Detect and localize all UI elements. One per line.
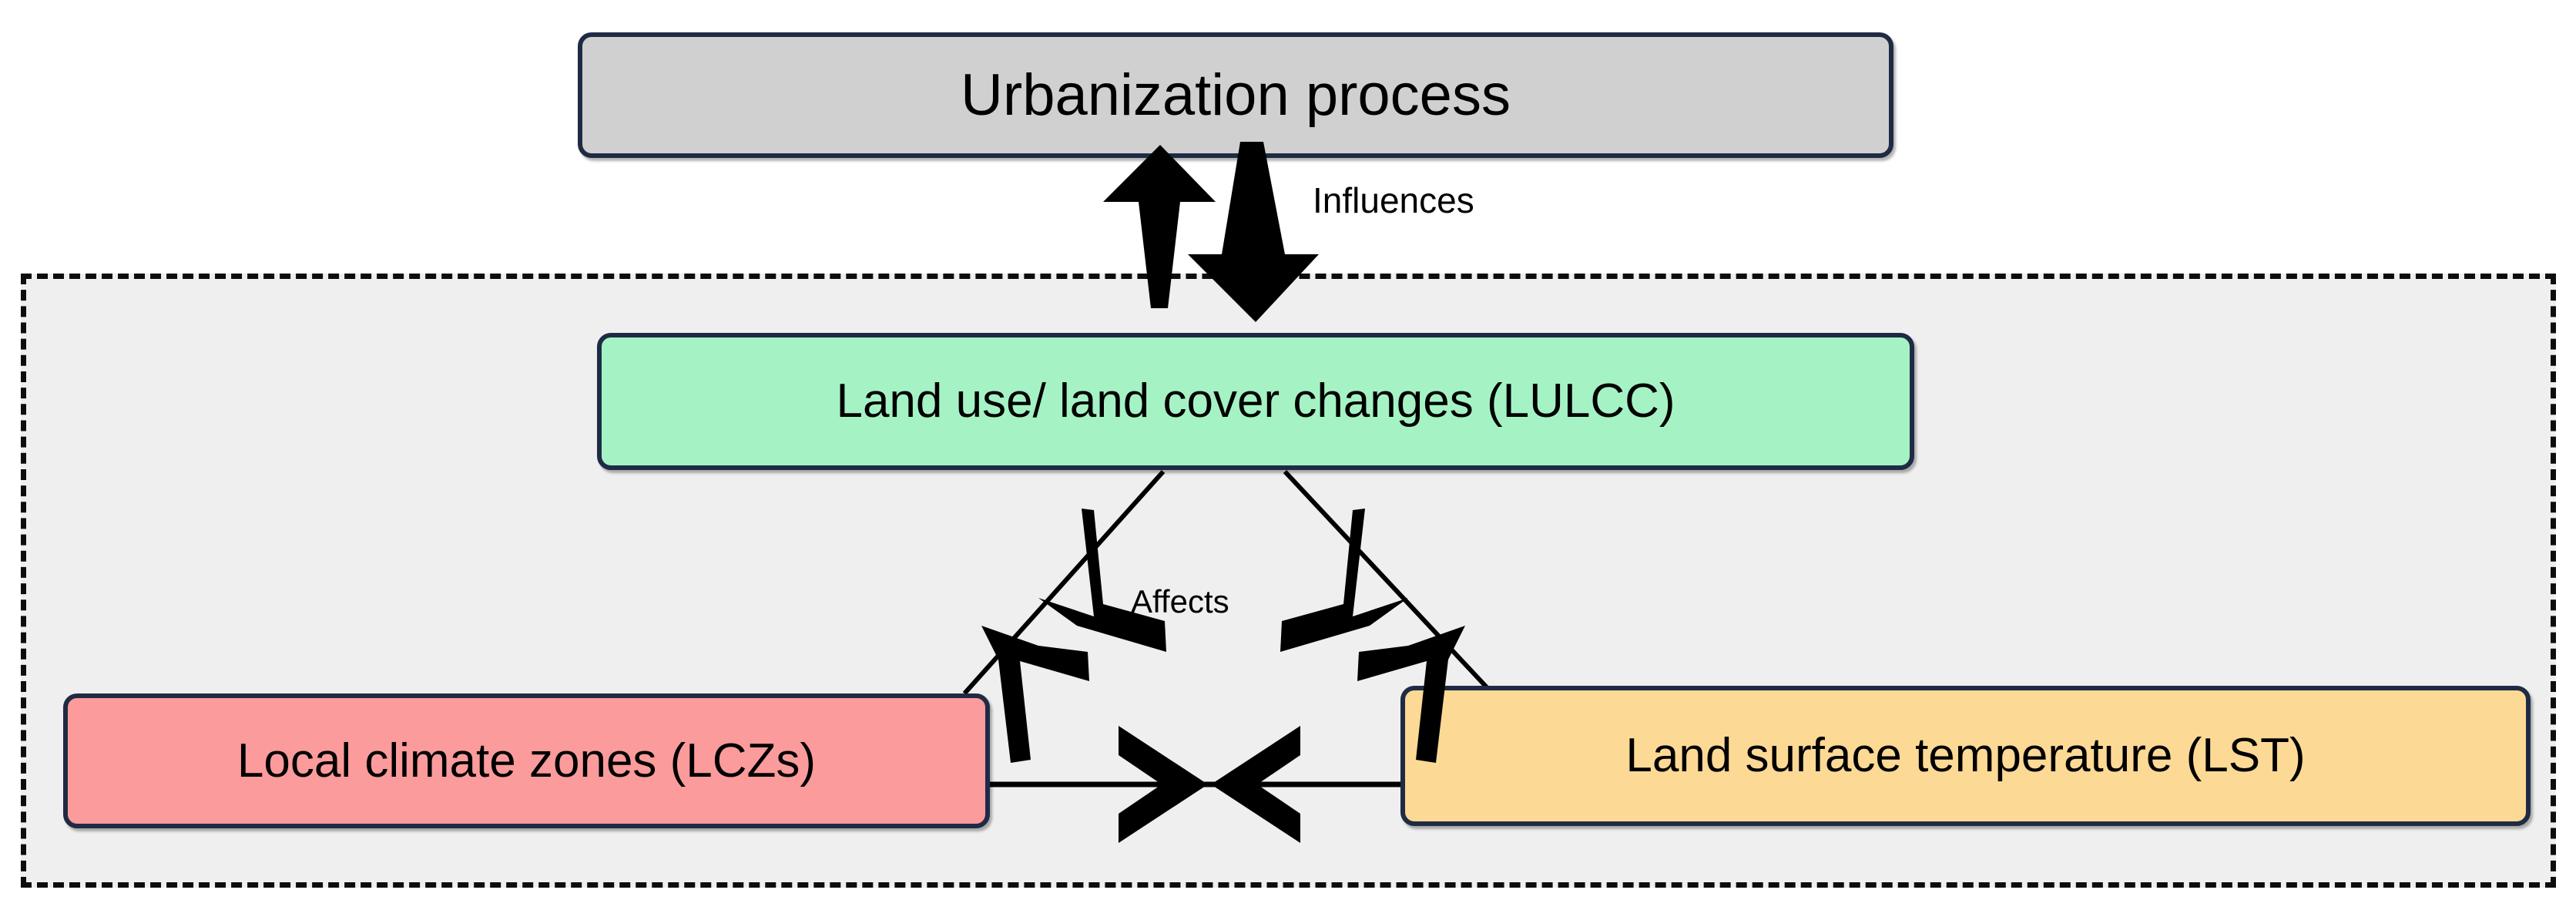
edge-label-influences: Influences [1313, 180, 1474, 220]
node-urbanization-process-label: Urbanization process [961, 62, 1511, 128]
node-lulcc[interactable]: Land use/ land cover changes (LULCC) [597, 333, 1914, 470]
node-lulcc-label: Land use/ land cover changes (LULCC) [836, 374, 1675, 428]
edge-label-affects: Affects [1131, 583, 1229, 620]
node-lczs[interactable]: Local climate zones (LCZs) [63, 693, 990, 828]
node-urbanization-process[interactable]: Urbanization process [578, 32, 1893, 158]
node-lst[interactable]: Land surface temperature (LST) [1400, 686, 2531, 826]
node-lst-label: Land surface temperature (LST) [1625, 729, 2306, 783]
node-lczs-label: Local climate zones (LCZs) [236, 734, 817, 787]
